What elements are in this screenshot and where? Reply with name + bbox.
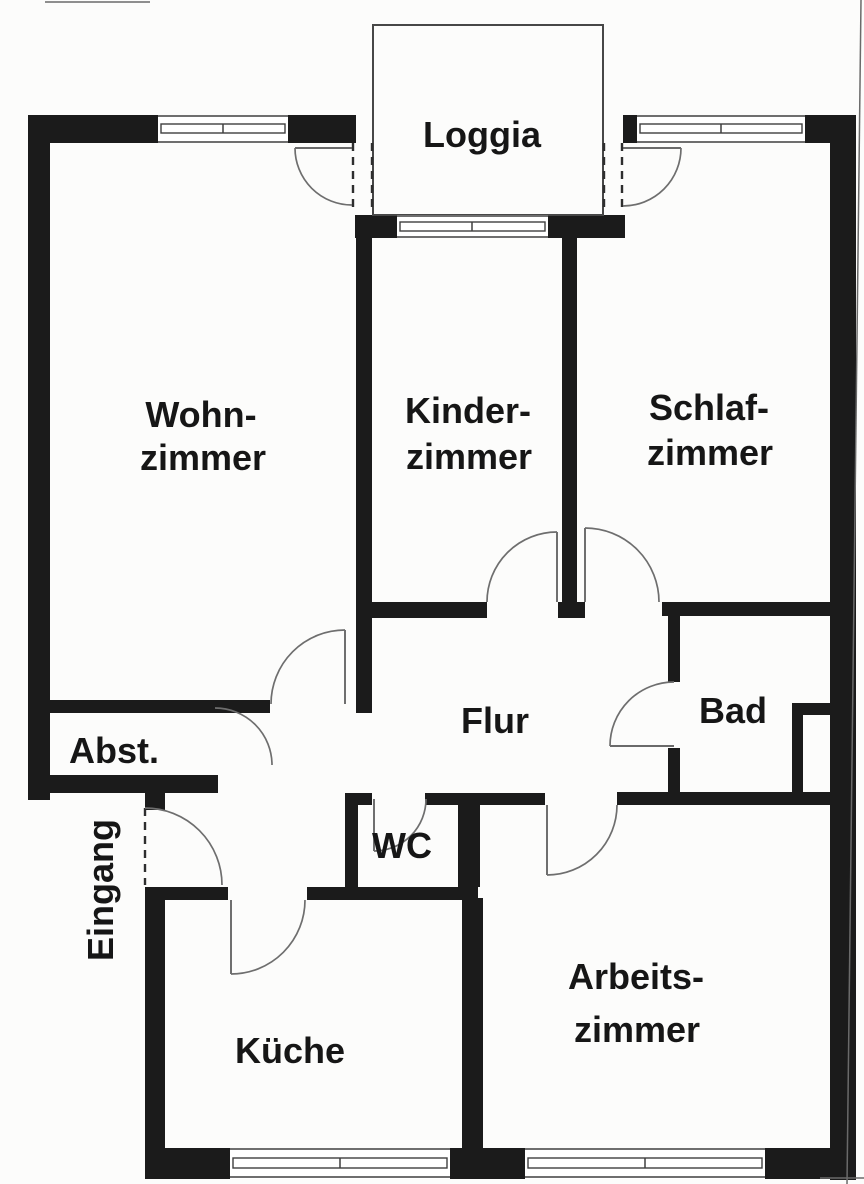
room-label-kinderzimmer-line2: zimmer — [406, 436, 532, 477]
door-arbeitszimmer — [546, 804, 618, 876]
room-label-arbeitszimmer-line2: zimmer — [574, 1009, 700, 1050]
shaft-wall-segment — [792, 715, 803, 792]
door-kinderzimmer — [486, 531, 558, 603]
wall-segment — [548, 215, 625, 238]
wall-segment — [623, 115, 637, 143]
door-swing-arc — [546, 804, 618, 876]
wall-segment — [558, 602, 585, 618]
wall-segment — [425, 793, 545, 805]
wall-segment — [288, 115, 356, 143]
door-wc — [373, 798, 427, 852]
wall-segment — [345, 793, 372, 805]
window-wohnzimmer-north — [158, 115, 288, 143]
door-swing-arc — [214, 707, 273, 766]
wall-segment — [145, 898, 165, 1150]
door-bad — [609, 681, 675, 747]
wall-segment — [145, 790, 165, 810]
window-kinderzimmer-loggia — [397, 215, 548, 238]
door-wohnzimmer-loggia — [294, 143, 374, 213]
door-schlafzimmer — [584, 527, 660, 603]
door-eingang — [143, 807, 223, 886]
wall-segment — [145, 887, 228, 900]
room-label-bad: Bad — [699, 690, 767, 731]
wall-segment — [356, 602, 487, 618]
wall-segment — [458, 805, 480, 887]
door-swing-arc — [294, 147, 353, 206]
door-swing-arc — [230, 899, 306, 975]
door-abstellraum — [214, 707, 273, 766]
room-label-schlafzimmer-line2: zimmer — [647, 432, 773, 473]
scan-edge-line — [846, 0, 862, 1184]
wall-segment — [830, 115, 856, 1180]
wall-segment — [662, 602, 830, 616]
wall-segment — [307, 887, 478, 900]
door-swing-arc — [609, 681, 675, 747]
wall-segment — [356, 215, 372, 713]
room-label-kinderzimmer-line1: Kinder- — [405, 390, 531, 431]
wall-segment — [345, 805, 358, 887]
door-swing-arc — [486, 531, 558, 603]
room-label-flur: Flur — [461, 700, 529, 741]
wall-segment — [28, 775, 218, 793]
room-label-eingang: Eingang — [80, 819, 121, 961]
window-arbeitszimmer-south — [525, 1148, 765, 1179]
wall-segment — [145, 1148, 230, 1179]
room-label-loggia: Loggia — [423, 114, 542, 155]
wall-segment — [28, 115, 158, 143]
walls — [28, 115, 856, 1180]
wall-segment — [668, 748, 680, 793]
wall-segment — [462, 898, 483, 1148]
room-label-wohnzimmer-line2: zimmer — [140, 437, 266, 478]
wall-segment — [617, 792, 830, 805]
room-label-kueche: Küche — [235, 1030, 345, 1071]
door-kueche — [230, 899, 306, 975]
room-label-wohnzimmer-line1: Wohn- — [145, 394, 256, 435]
room-label-wc: WC — [372, 825, 432, 866]
window-kueche-south — [230, 1148, 450, 1179]
door-swing-arc — [270, 629, 346, 705]
room-label-schlafzimmer-line1: Schlaf- — [649, 387, 769, 428]
wall-segment — [562, 238, 577, 602]
door-swing-arc — [622, 147, 682, 207]
wall-segment — [450, 1148, 525, 1179]
door-schlafzimmer-loggia — [602, 143, 682, 213]
door-wohnzimmer — [270, 629, 346, 705]
wall-segment — [765, 1148, 856, 1179]
wall-segment — [28, 115, 50, 800]
window-schlafzimmer-north — [637, 115, 805, 143]
room-label-arbeitszimmer-line1: Arbeits- — [568, 956, 704, 997]
room-label-abstellraum: Abst. — [69, 730, 159, 771]
door-swing-arc — [373, 798, 427, 852]
door-swing-arc — [144, 807, 223, 886]
shaft-wall-segment — [792, 703, 830, 715]
wall-segment — [668, 616, 680, 682]
door-swing-arc — [584, 527, 660, 603]
wall-segment — [50, 700, 270, 713]
